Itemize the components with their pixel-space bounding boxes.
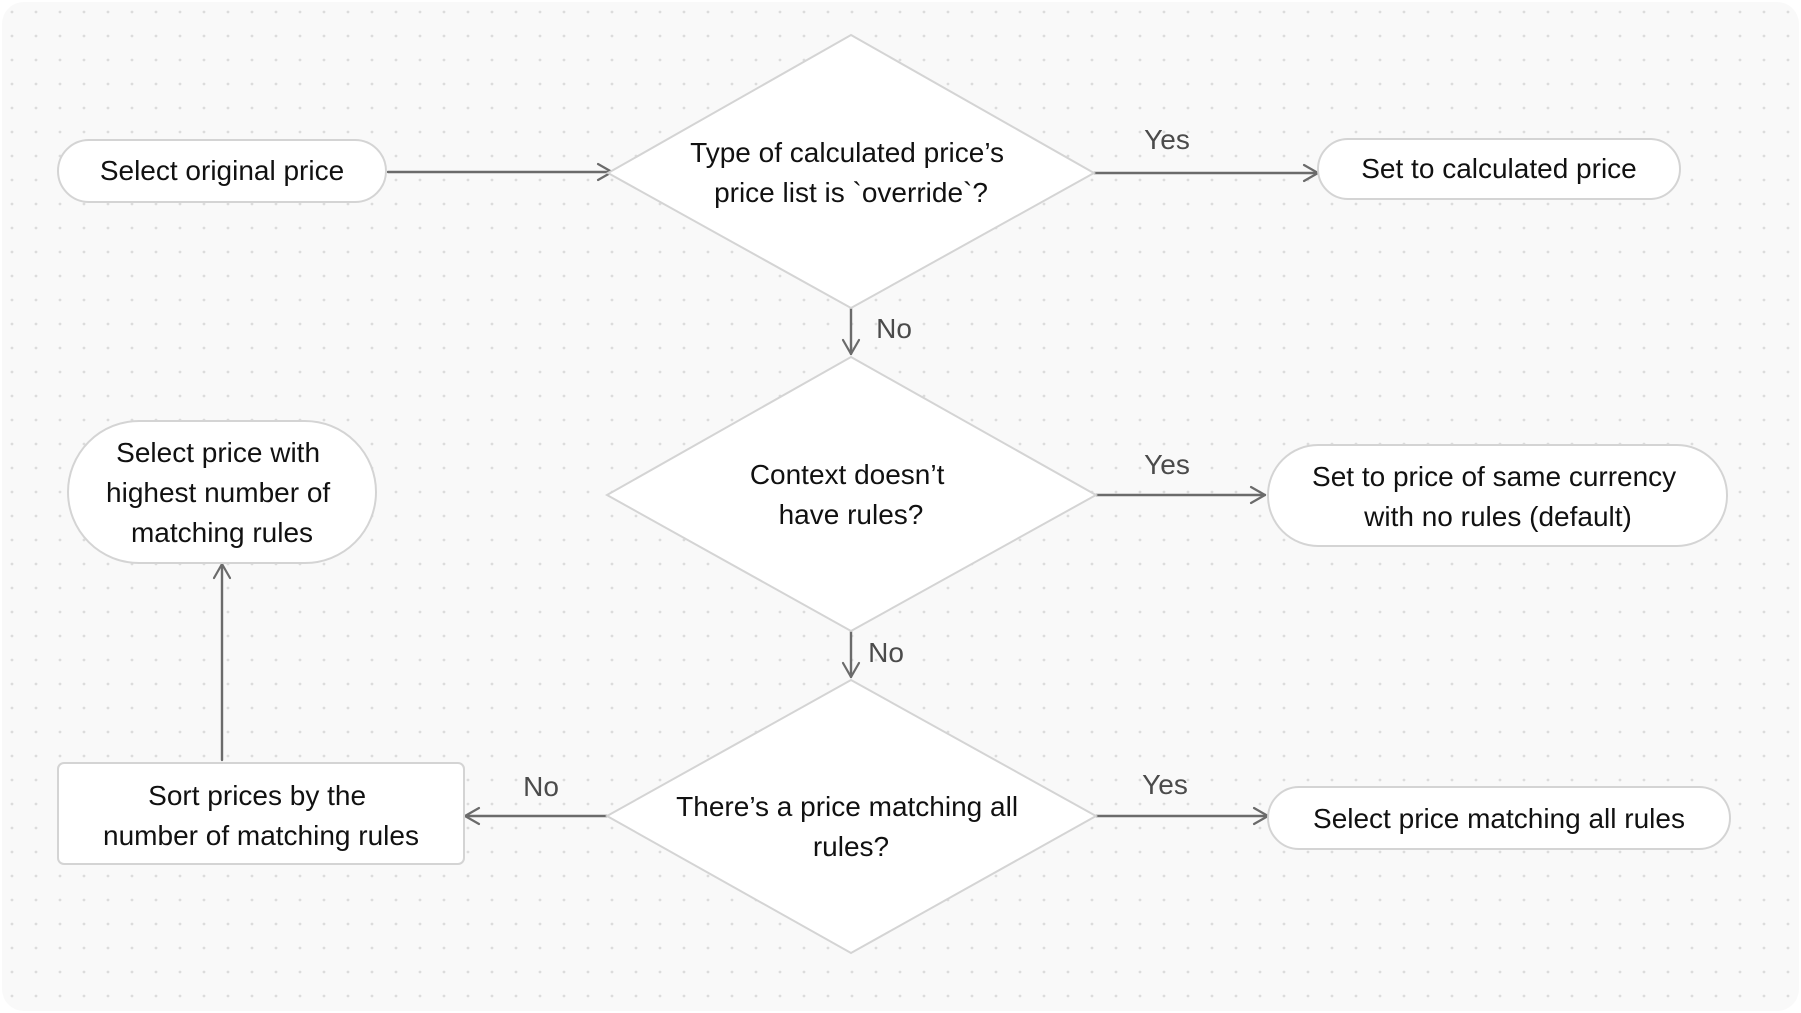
edge-labels: Yes No Yes No Yes No (523, 124, 1190, 802)
label-set-default-price: Set to price of same currency with no ru… (1312, 461, 1684, 532)
label-select-highest-matching: Select price with highest number of matc… (106, 437, 338, 548)
edge-label-no-override: No (876, 313, 912, 344)
label-sort-prices: Sort prices by the number of matching ru… (103, 780, 419, 851)
decision-all-rules (604, 678, 1099, 955)
label-set-to-calculated-price: Set to calculated price (1361, 153, 1637, 184)
label-decision-context-rules: Context doesn’t have rules? (750, 459, 952, 530)
label-decision-all-rules: There’s a price matching all rules? (676, 791, 1026, 862)
label-select-price-matching-all: Select price matching all rules (1313, 803, 1685, 834)
edge-label-yes-all-rules: Yes (1142, 769, 1188, 800)
node-labels: Select original price Type of calculated… (100, 137, 1685, 862)
node-select-price-matching-all (1267, 786, 1731, 850)
label-decision-override: Type of calculated price’s price list is… (690, 137, 1012, 208)
decision-context-rules (604, 355, 1099, 633)
edge-label-no-context: No (868, 637, 904, 668)
shapes (57, 33, 1731, 955)
node-set-default-price (1267, 444, 1728, 547)
node-set-to-calculated-price (1317, 138, 1681, 200)
node-select-original-price (57, 139, 387, 203)
connectors (212, 162, 1320, 826)
label-select-original-price: Select original price (100, 155, 344, 186)
node-sort-prices (57, 762, 465, 865)
edge-label-yes-context: Yes (1144, 449, 1190, 480)
edge-label-no-all-rules: No (523, 771, 559, 802)
node-select-highest-matching (67, 420, 377, 564)
decision-override (605, 33, 1097, 310)
edge-label-yes-override: Yes (1144, 124, 1190, 155)
